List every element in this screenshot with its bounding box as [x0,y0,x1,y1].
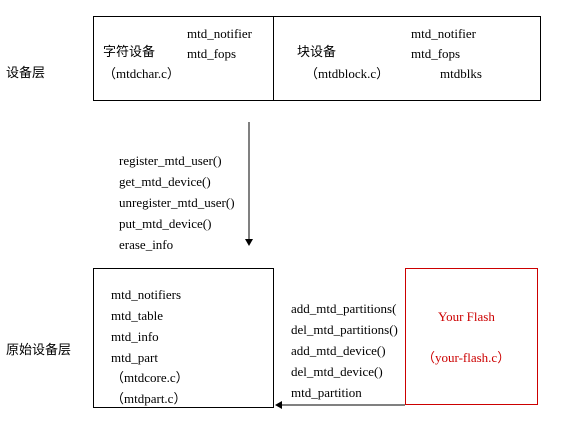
user-api-item: erase_info [119,237,174,252]
partition-api-item: mtd_partition [291,385,362,400]
user-api-item: register_mtd_user() [119,153,222,168]
partition-api-item: del_mtd_partitions() [291,322,398,337]
block-device-title: 块设备 [297,45,337,60]
block-device-fops: mtd_fops [411,46,461,61]
device-layer-label: 设备层 [6,66,46,81]
user-api-item: unregister_mtd_user() [119,195,235,210]
char-device-title: 字符设备 [103,45,156,60]
core-item: mtd_table [111,308,163,323]
flash-box [405,268,538,405]
partition-api-item: del_mtd_device() [291,364,383,379]
down-arrow [245,122,253,246]
mtd-core-box [93,268,274,408]
char-device-notifier: mtd_notifier [187,26,252,41]
core-item: mtd_notifiers [111,287,182,302]
partition-api-item: add_mtd_device() [291,343,386,358]
user-api-item: get_mtd_device() [119,174,211,189]
block-device-notifier: mtd_notifier [411,26,476,41]
flash-title: Your Flash [438,309,495,324]
left-arrow [275,401,405,409]
device-layer-box [93,16,541,101]
core-file: （mtdcore.c） [111,370,189,385]
core-file: （mtdpart.c） [111,391,187,406]
partition-api-item: add_mtd_partitions( [291,301,397,316]
device-layer-divider [273,16,274,101]
raw-device-layer-label: 原始设备层 [6,343,72,358]
core-item: mtd_part [111,350,158,365]
char-device-file: （mtdchar.c） [103,66,180,81]
block-device-blks: mtdblks [440,66,482,81]
flash-file: （your-flash.c） [422,350,511,365]
user-api-item: put_mtd_device() [119,216,212,231]
char-device-fops: mtd_fops [187,46,237,61]
core-item: mtd_info [111,329,159,344]
block-device-file: （mtdblock.c） [305,66,390,81]
